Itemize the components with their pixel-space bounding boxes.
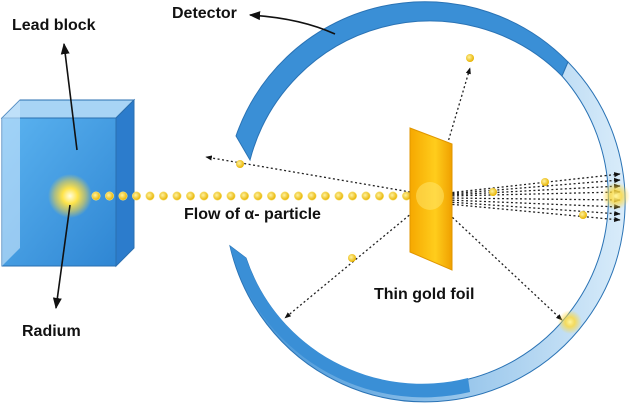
lead-block-pointer [60,42,78,151]
beam-particle [253,191,263,201]
radium-pointer [52,204,71,310]
beam-particle [186,191,196,201]
track-straight-8 [447,203,621,223]
beam-particle [172,191,182,201]
beam-particle [361,191,371,201]
beam-particle [145,191,155,201]
particle-lower-left [348,254,356,262]
beam-particle [132,191,142,201]
particle-top [466,54,474,62]
track-straight-2 [447,177,621,195]
track-straight-4 [447,189,621,197]
detector-flash-right [602,182,630,210]
particle-right-1 [489,188,497,196]
scattered-particles [236,54,587,262]
track-straight-3 [447,183,621,196]
beam-particle [226,191,236,201]
beam-particle [401,191,411,201]
track-deflect-down-right [435,201,563,321]
track-backscatter [205,155,429,196]
track-straight-5 [447,197,621,203]
beam-particle [334,191,344,201]
track-straight-1 [447,172,621,194]
impact-glow [416,182,444,210]
alpha-particle-beam [91,191,411,201]
beam-particle [199,191,209,201]
beam-particle [240,191,250,201]
gold-foil-label: Thin gold foil [374,286,475,303]
particle-right-3 [579,211,587,219]
particle-backscatter [236,160,244,168]
beam-particle [91,191,101,201]
track-straight-7 [447,201,621,217]
beam-particle [293,191,303,201]
beam-particle [213,191,223,201]
radium-label: Radium [22,323,81,340]
beam-particle [266,191,276,201]
detector-pointer [248,11,336,35]
flow-label: Flow of α- particle [184,206,321,223]
detector-flash-lower [558,310,582,334]
particle-right-2 [541,178,549,186]
beam-particle [320,191,330,201]
beam-particle [388,191,398,201]
beam-particle [118,191,128,201]
scattered-tracks [205,67,621,321]
radium-source [48,174,92,218]
beam-particle [347,191,357,201]
beam-particle [105,191,115,201]
beam-particle [280,191,290,201]
beam-particle [159,191,169,201]
detector-screen [229,1,626,403]
beam-particle [307,191,317,201]
beam-particle [374,191,384,201]
track-straight-6 [447,199,621,210]
lead-block-label: Lead block [12,17,96,34]
detector-label: Detector [172,5,237,22]
label-pointers [52,11,336,310]
